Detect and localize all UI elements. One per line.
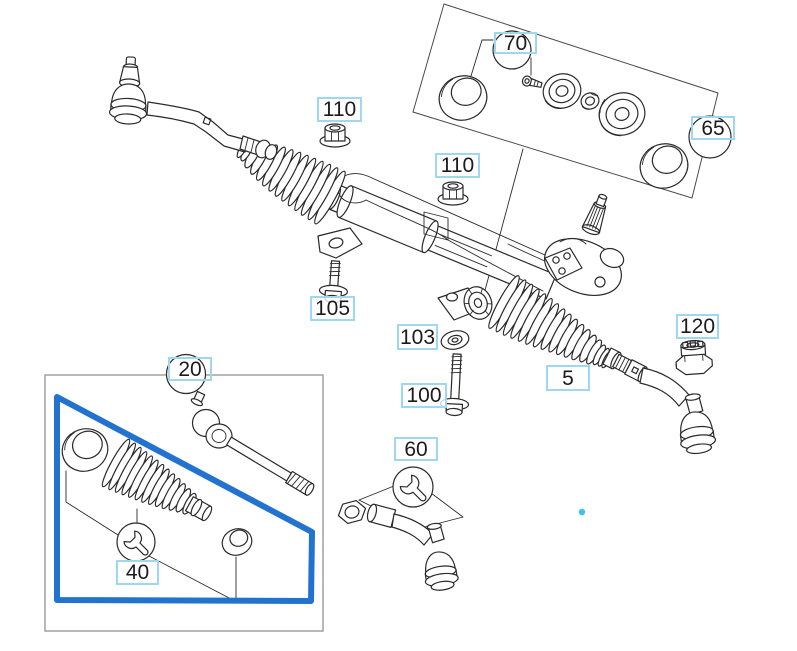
callout-label-110-lower[interactable]: 110 — [435, 153, 480, 178]
callout-label-65[interactable]: 65 — [691, 116, 735, 140]
wrench-icon — [399, 474, 427, 502]
kit-ring-right — [639, 143, 689, 189]
callout-circle-60 — [392, 466, 434, 508]
mount-bracket-left — [317, 227, 363, 259]
callout-label-40[interactable]: 40 — [116, 560, 159, 585]
left-tie-rod-end — [108, 56, 148, 125]
left-tie-rod — [146, 101, 278, 160]
callout-label-120[interactable]: 120 — [676, 314, 719, 339]
bolt-100 — [439, 353, 470, 417]
kit-ring-left — [438, 75, 488, 121]
callout-label-105[interactable]: 105 — [310, 296, 355, 321]
callout-label-5[interactable]: 5 — [546, 365, 590, 391]
washer-103 — [440, 330, 470, 350]
flange-nut-110-lower — [437, 181, 469, 206]
flange-nut-110-upper — [319, 123, 351, 148]
kit-ring-large — [61, 428, 109, 472]
callout-circle-70 — [492, 30, 532, 70]
callout-label-100[interactable]: 100 — [401, 383, 447, 408]
callout-label-20[interactable]: 20 — [168, 357, 212, 381]
wrench-icon — [123, 530, 149, 556]
boot-kit-box — [44, 353, 324, 632]
castle-nut-120 — [675, 339, 713, 376]
kit-screw — [521, 75, 543, 88]
rack-tube — [326, 184, 557, 300]
valve-body — [544, 237, 625, 296]
kit-inner-tie-rod — [190, 390, 315, 496]
callout-label-110-upper[interactable]: 110 — [317, 97, 362, 122]
right-tie-rod-end — [639, 367, 717, 455]
pinion-mount — [437, 286, 493, 321]
kit-boot — [101, 438, 213, 522]
tie-rod-end-60 — [337, 466, 464, 591]
hydraulic-pipes — [337, 173, 550, 292]
callout-label-103[interactable]: 103 — [397, 324, 438, 350]
left-boot — [236, 140, 346, 225]
kit-bearing-large — [598, 92, 646, 137]
callout-label-70[interactable]: 70 — [494, 32, 537, 54]
callout-label-60[interactable]: 60 — [394, 437, 438, 461]
kit-bearing-small — [542, 73, 582, 109]
callout-circle-20 — [165, 353, 207, 395]
right-boot — [488, 275, 614, 369]
bearing-kit-box — [412, 3, 732, 295]
callout-circle-40 — [116, 522, 156, 562]
steering-rack-drawing — [108, 56, 717, 455]
highlight-dot — [578, 508, 586, 516]
kit-ring-small — [221, 528, 253, 556]
input-shaft — [581, 193, 608, 236]
kit-sleeve — [580, 92, 600, 110]
highlight-polygon — [54, 394, 315, 604]
